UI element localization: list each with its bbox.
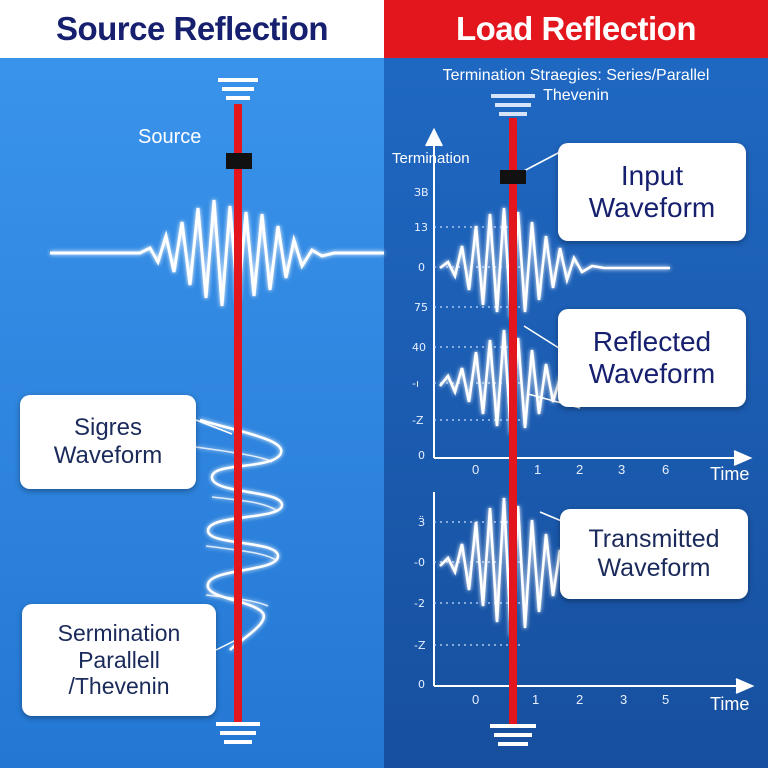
lower-x-tick: 5: [662, 692, 670, 707]
upper-x-tick: 1: [534, 462, 542, 477]
sigres-waveform-text: Sigres Waveform: [53, 414, 163, 469]
ground-symbol-icon: [491, 94, 535, 116]
lower-y-tick: Ӟ: [418, 516, 426, 529]
lower-chart-axes: [433, 492, 755, 694]
sigres-waveform-callout: Sigres Waveform: [20, 395, 196, 489]
transmitted-waveform-callout: Transmitted Waveform: [560, 509, 748, 599]
input-waveform-callout: Input Waveform: [558, 143, 746, 241]
lower-x-axis-label: Time: [710, 694, 750, 714]
lower-y-tick: -2: [414, 597, 425, 610]
upper-x-tick: 0: [472, 462, 480, 477]
termination-label: Termination: [392, 150, 470, 167]
lower-y-tick: 0: [418, 678, 425, 691]
upper-y-tick: 40: [412, 341, 426, 354]
lower-x-tick: 2: [576, 692, 584, 707]
ground-symbol-icon: [490, 724, 536, 746]
upper-y-tick: -ı: [412, 377, 420, 390]
upper-y-tick: 13: [414, 221, 428, 234]
load-red-line: [509, 118, 517, 724]
upper-chart-axes: [425, 127, 753, 466]
reflected-waveform-text: Reflected Waveform: [588, 325, 716, 389]
upper-x-tick: 6: [662, 462, 670, 477]
lower-y-tick: -0: [414, 556, 425, 569]
termination-strategies-subtitle: Termination Straegies: Series/Parallel T…: [442, 67, 710, 104]
input-waveform-series: [439, 207, 670, 319]
ground-symbol-icon: [216, 722, 260, 744]
source-red-line: [234, 104, 242, 722]
input-waveform-text: Input Waveform: [588, 159, 716, 223]
upper-y-tick: 0: [418, 261, 425, 274]
sermination-text: Sermination Parallell /Thevenin: [57, 620, 181, 700]
upper-x-tick: 2: [576, 462, 584, 477]
upper-y-tick: ЗВ: [414, 186, 429, 199]
sigres-coil-waveform: [195, 418, 284, 651]
transmitted-waveform-text: Transmitted Waveform: [588, 525, 720, 582]
upper-x-axis-label: Time: [710, 464, 750, 484]
source-label: Source: [138, 126, 202, 148]
upper-x-tick: 3: [618, 462, 626, 477]
lower-x-tick: 0: [472, 692, 480, 707]
sermination-callout: Sermination Parallell /Thevenin: [22, 604, 216, 716]
upper-y-tick: -Z: [412, 414, 424, 427]
connector-block-icon: [226, 153, 252, 169]
lower-x-tick: 1: [532, 692, 540, 707]
reflected-waveform-callout: Reflected Waveform: [558, 309, 746, 407]
input-leader-line: [519, 151, 561, 174]
source-reflection-header: Source Reflection: [0, 0, 384, 58]
sermination-leader-line: [215, 639, 237, 651]
lower-x-tick: 3: [620, 692, 628, 707]
connector-block-icon: [500, 170, 526, 184]
load-reflection-header: Load Reflection: [384, 0, 768, 58]
lower-y-tick: -Z: [414, 639, 426, 652]
sigres-leader-line: [195, 419, 233, 435]
ground-symbol-icon: [218, 78, 258, 100]
upper-y-tick: 75: [414, 301, 428, 314]
upper-y-tick: 0: [418, 449, 425, 462]
